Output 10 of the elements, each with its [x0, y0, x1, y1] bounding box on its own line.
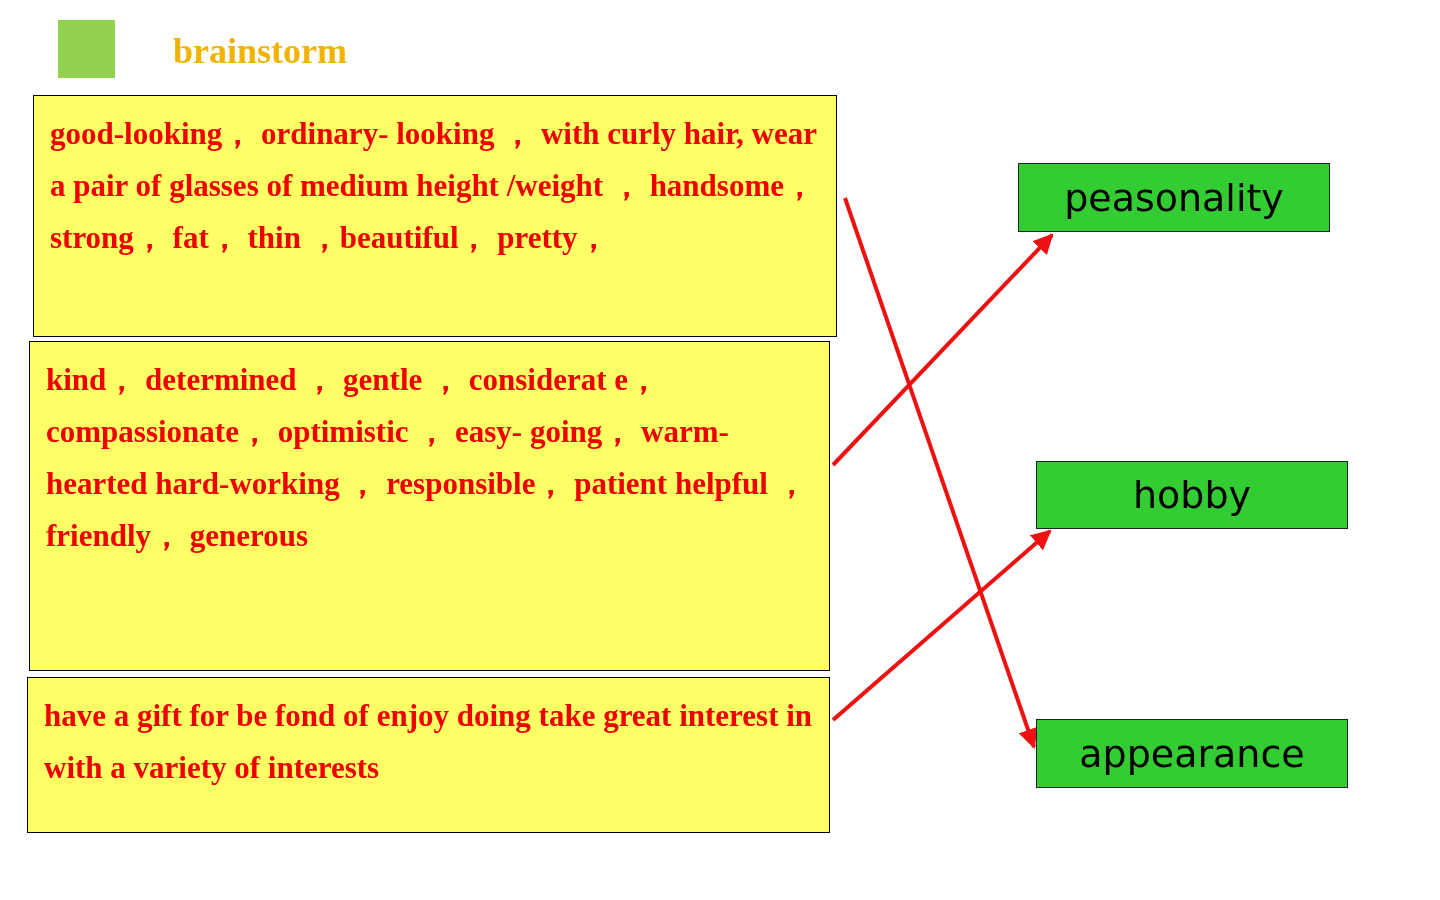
category-box: hobby: [1036, 461, 1348, 529]
word-list-box: have a gift for be fond of enjoy doing take great interest in with a variety of interests: [27, 677, 830, 833]
word-list-box: good-looking， ordinary- looking ， with curly hair, wear a pair of glasses of medium height /weight ， handsome， strong， fat， thin ，beautiful， pretty，: [33, 95, 837, 337]
category-box: peasonality: [1018, 163, 1330, 232]
arrow: [843, 197, 1038, 749]
word-list-box: kind， determined ， gentle ， considerat e， compassionate， optimistic ， easy- going， warm-hearted hard-working ， responsible， patient helpful ， friendly， generous: [29, 341, 830, 671]
title: brainstorm: [173, 30, 347, 72]
category-box: appearance: [1036, 719, 1348, 788]
arrow: [831, 233, 1054, 467]
arrow: [831, 529, 1052, 722]
